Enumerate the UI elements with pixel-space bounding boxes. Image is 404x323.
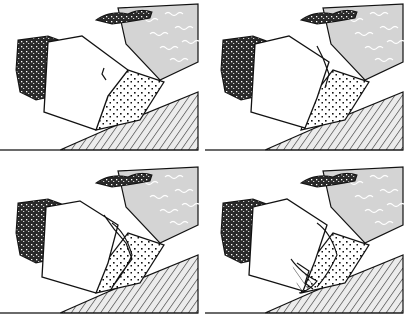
- panel-stage-4: [205, 167, 404, 313]
- panel-stage-1: [0, 4, 200, 150]
- panel-stage-2: [205, 4, 404, 150]
- panel-stage-3: [0, 167, 200, 313]
